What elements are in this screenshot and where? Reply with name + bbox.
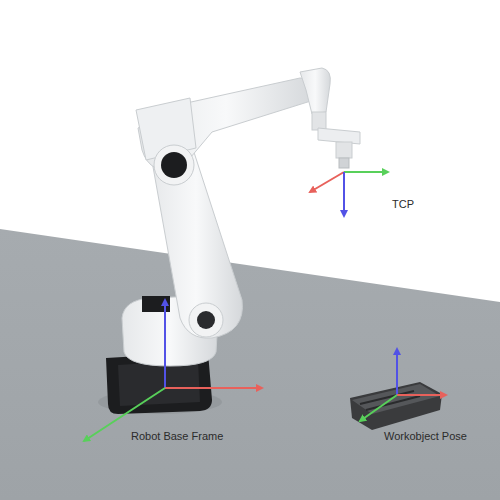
- workobject-frame: [360, 349, 446, 421]
- tcp-frame: [310, 172, 388, 216]
- frame-label: Workobject Pose: [384, 430, 467, 443]
- frame-label: Robot Base Frame: [131, 430, 223, 443]
- base-frame: [84, 300, 262, 441]
- frame-label: TCP: [392, 198, 414, 211]
- floor: [0, 229, 500, 500]
